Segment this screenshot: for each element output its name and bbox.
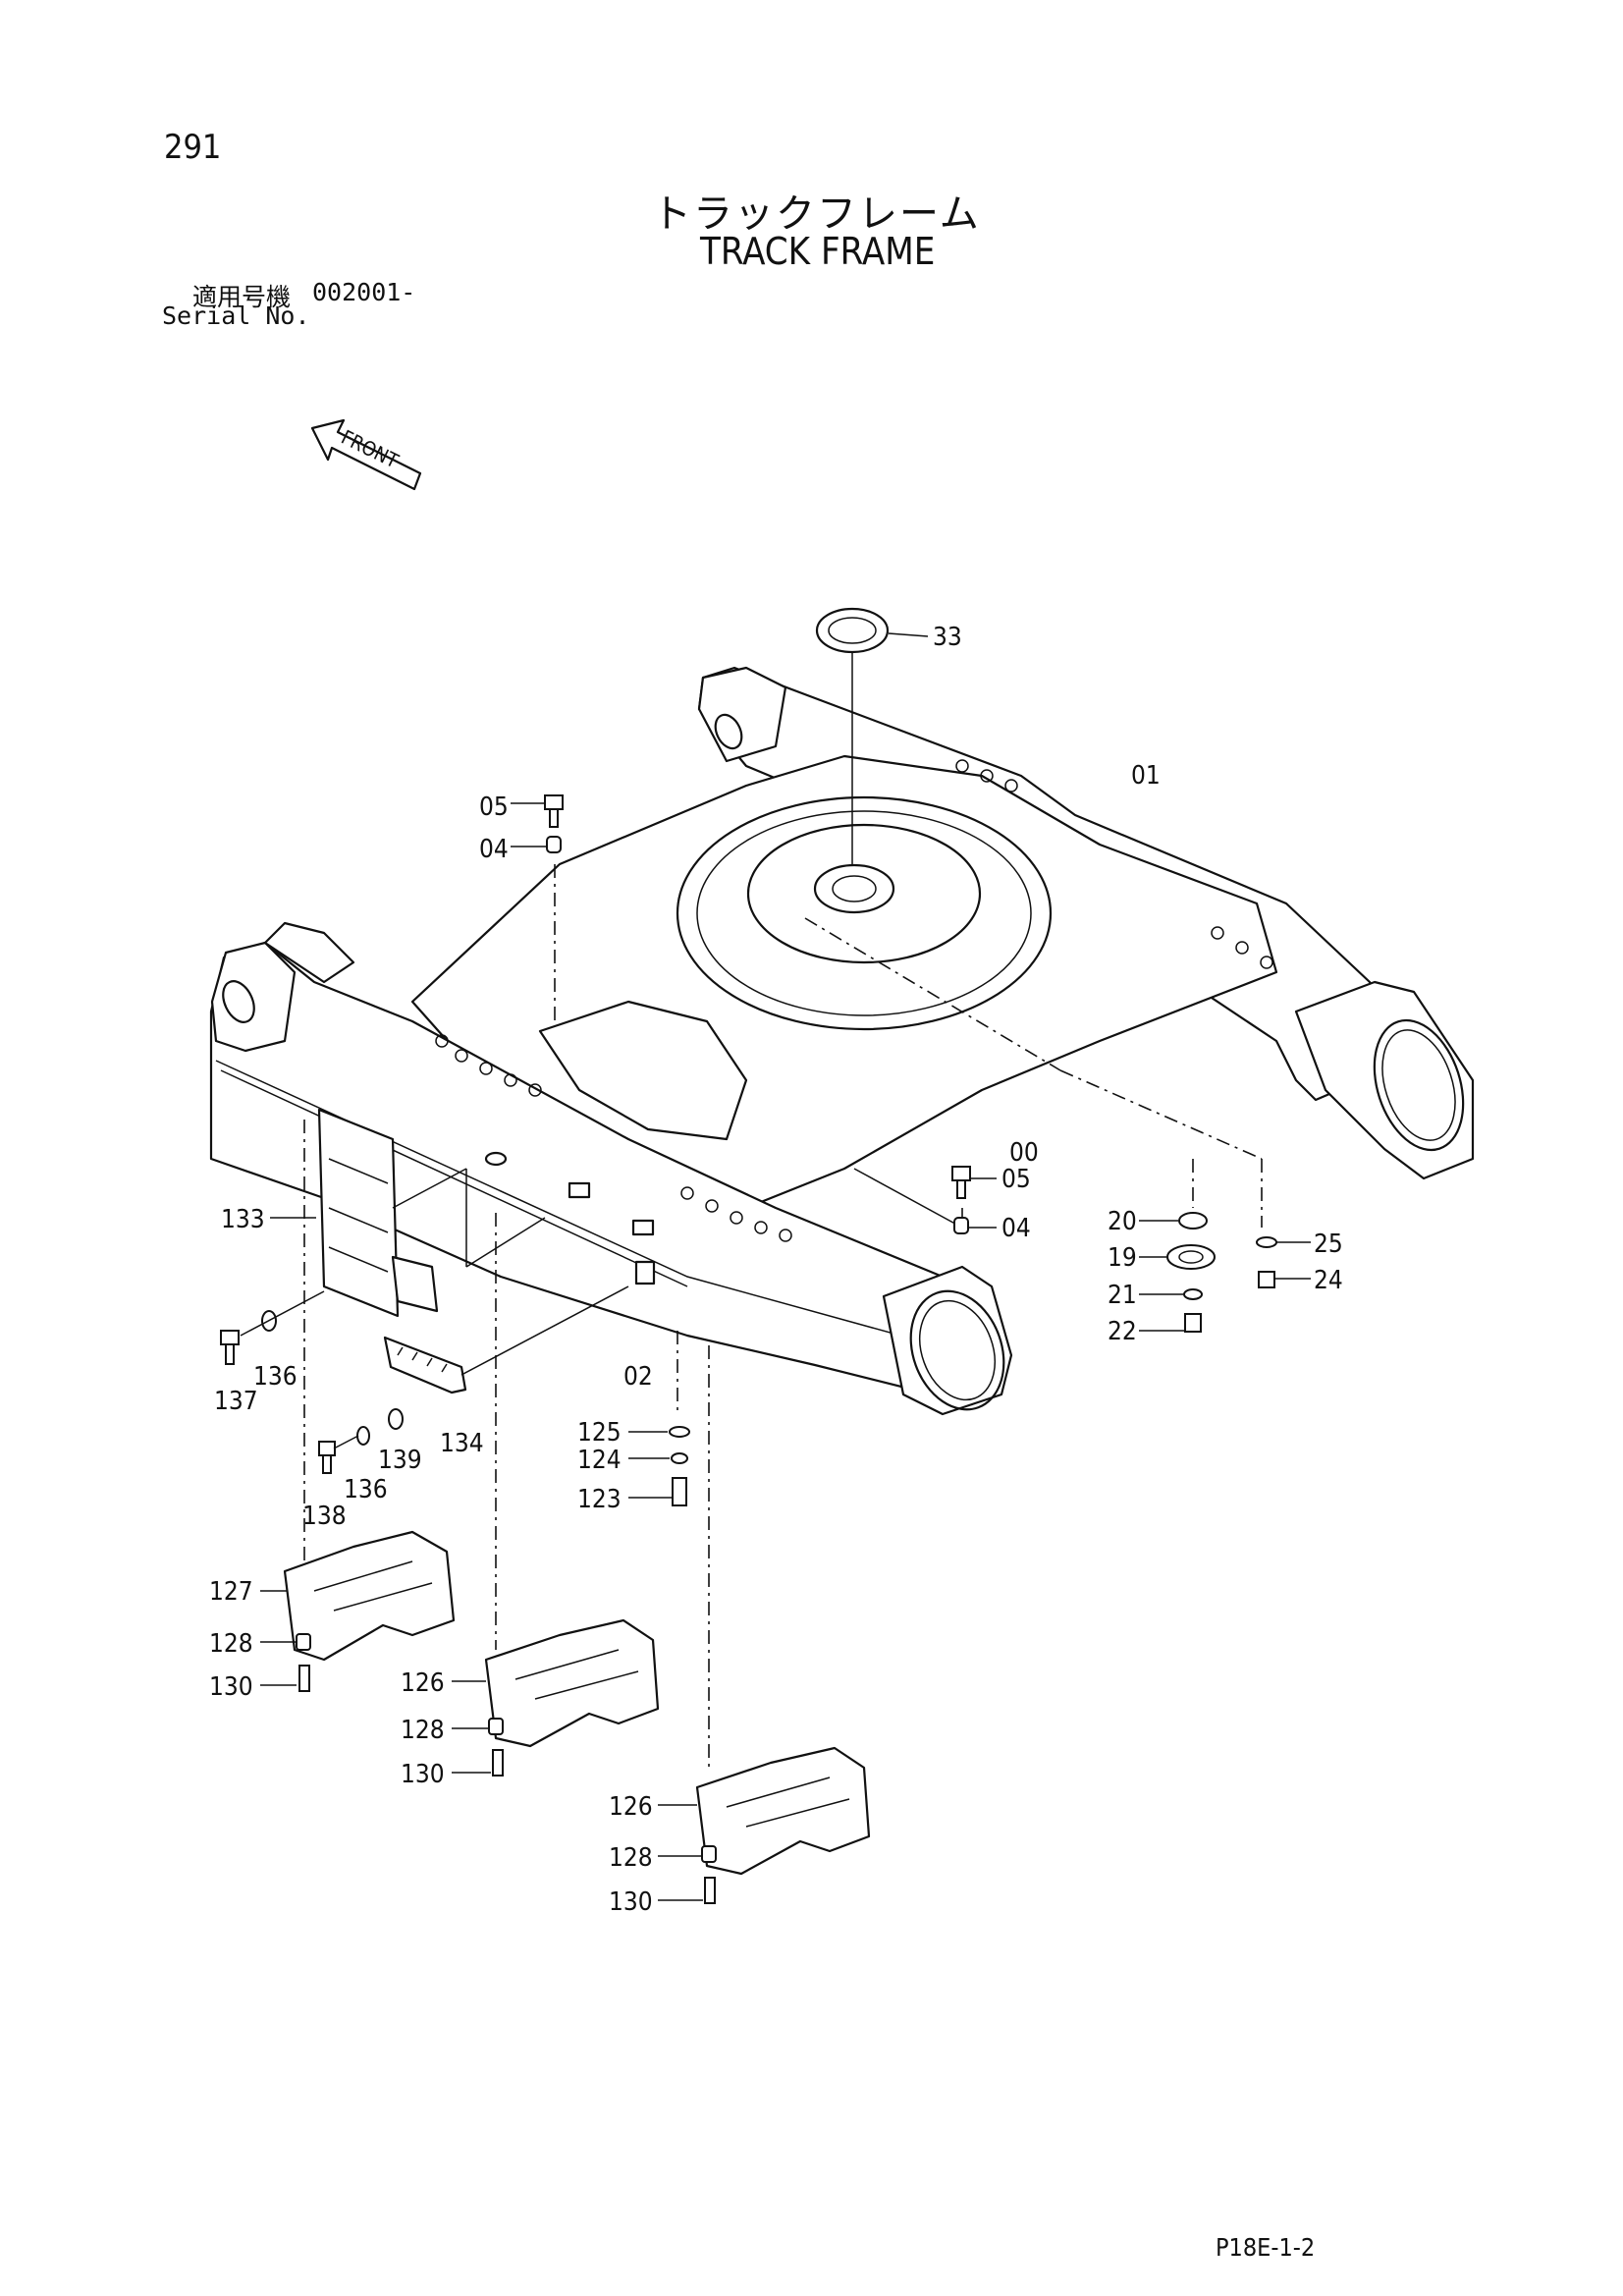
label-21: 21 [1108, 1281, 1137, 1310]
label-138: 138 [302, 1502, 347, 1531]
front-arrow-icon: FRONT [310, 418, 422, 491]
label-127: 127 [209, 1577, 253, 1607]
part-labels: 33 01 05 04 00 05 04 20 25 19 24 21 22 1… [209, 623, 1343, 1917]
label-125: 125 [577, 1418, 622, 1448]
label-33: 33 [933, 623, 962, 652]
label-25: 25 [1314, 1230, 1343, 1259]
label-01: 01 [1131, 761, 1161, 791]
bolt-05-top [511, 794, 564, 853]
label-130-a: 130 [209, 1672, 253, 1702]
label-133: 133 [221, 1205, 265, 1234]
serial-label-japanese: 適用号機 [192, 283, 292, 311]
serial-value: 002001- [312, 278, 416, 306]
label-136-b: 136 [344, 1475, 388, 1504]
label-05-top: 05 [479, 793, 509, 822]
label-128-c: 128 [609, 1843, 653, 1873]
label-19: 19 [1108, 1243, 1137, 1273]
track-frame-body [209, 666, 1475, 1416]
label-134: 134 [440, 1429, 484, 1458]
seal-part-33 [815, 607, 929, 864]
label-20: 20 [1108, 1207, 1137, 1236]
label-136-a: 136 [253, 1362, 298, 1392]
label-00: 00 [1009, 1138, 1039, 1168]
label-130-c: 130 [609, 1887, 653, 1917]
parts-19-22 [1139, 1212, 1216, 1333]
bolt-05-right [951, 1166, 997, 1234]
bracket-part-133 [270, 1108, 546, 1318]
label-139: 139 [378, 1446, 422, 1475]
roller-guard-127 [260, 1530, 456, 1692]
label-04-right: 04 [1001, 1214, 1031, 1243]
label-128-b: 128 [401, 1716, 445, 1745]
label-24: 24 [1314, 1266, 1343, 1295]
title-english: TRACK FRAME [700, 230, 936, 273]
label-130-b: 130 [401, 1760, 445, 1789]
bolt-137 [220, 1290, 325, 1365]
page-number: 291 [164, 128, 222, 167]
serial-label-english: Serial No. [162, 301, 310, 330]
parts-24-25 [1256, 1236, 1311, 1288]
footer-code: P18E-1-2 [1216, 2233, 1316, 2262]
label-126-a: 126 [401, 1668, 445, 1698]
label-124: 124 [577, 1446, 622, 1475]
parts-123-125 [628, 1426, 690, 1506]
label-128-a: 128 [209, 1629, 253, 1659]
label-22: 22 [1108, 1317, 1137, 1346]
roller-guard-126-b [658, 1746, 871, 1904]
label-02: 02 [623, 1362, 653, 1392]
label-04-top: 04 [479, 835, 509, 864]
label-137: 137 [214, 1387, 258, 1416]
bolt-138 [318, 1408, 404, 1474]
title-japanese: トラックフレーム [652, 191, 981, 237]
roller-guard-126-a [452, 1618, 660, 1777]
label-123: 123 [577, 1485, 622, 1514]
plate-part-134 [383, 1285, 629, 1394]
label-126-b: 126 [609, 1792, 653, 1822]
label-05-right: 05 [1001, 1165, 1031, 1194]
